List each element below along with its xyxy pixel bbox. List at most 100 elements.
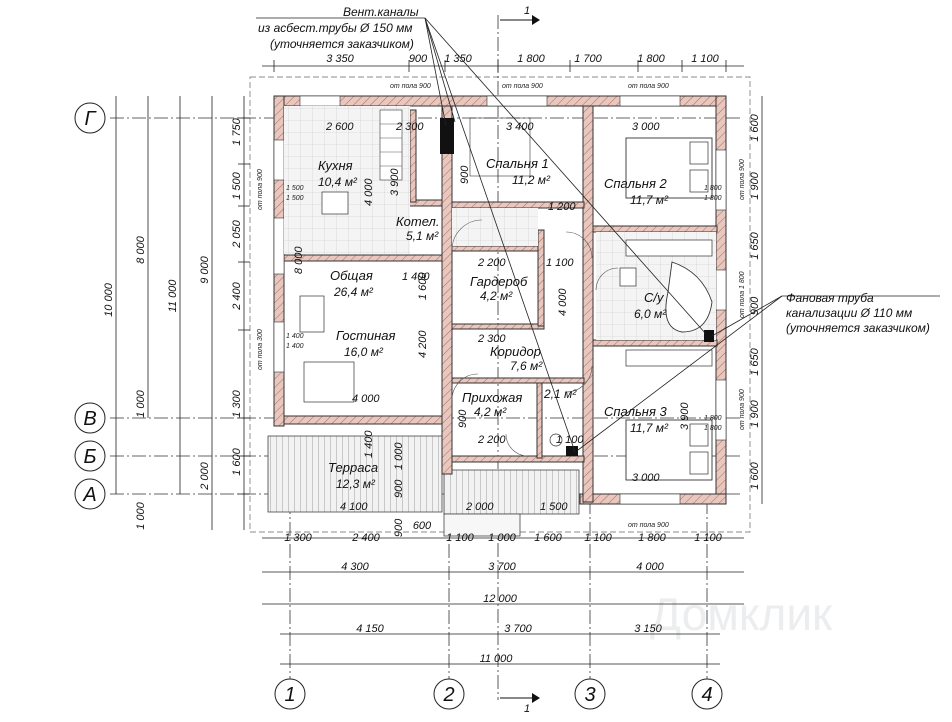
room-bathroom: С/у 6,0 м² [634, 290, 667, 321]
svg-text:8 000: 8 000 [135, 235, 147, 263]
room-boiler: Котел. 5,1 м² [396, 214, 439, 243]
pipe-note-line3: (уточняется заказчиком) [786, 321, 930, 335]
svg-text:1 900: 1 900 [749, 171, 761, 199]
svg-text:11,7 м²: 11,7 м² [630, 421, 669, 435]
svg-text:1 600: 1 600 [417, 272, 429, 300]
svg-text:4,2 м²: 4,2 м² [474, 405, 507, 419]
svg-text:3 000: 3 000 [632, 121, 660, 133]
svg-text:1 800: 1 800 [637, 53, 665, 65]
svg-text:4 150: 4 150 [356, 623, 384, 635]
svg-text:1 500: 1 500 [540, 501, 568, 513]
room-terrace: Терраса 12,3 м² [328, 460, 378, 491]
svg-text:2 400: 2 400 [351, 532, 380, 544]
svg-text:Спальня 3: Спальня 3 [604, 404, 668, 419]
window-label-top-mid: от пола 900 [502, 83, 543, 90]
svg-text:1 900: 1 900 [749, 399, 761, 427]
room-hall: Прихожая 4,2 м² [462, 390, 522, 419]
svg-text:1 100: 1 100 [546, 257, 574, 269]
window-dim-right-3: 1 800 [704, 415, 722, 422]
svg-text:3 150: 3 150 [634, 623, 662, 635]
svg-text:3 350: 3 350 [326, 53, 354, 65]
svg-text:Кухня: Кухня [318, 158, 353, 173]
window-label-top-left: от пола 900 [390, 83, 431, 90]
svg-text:1 100: 1 100 [446, 532, 474, 544]
dim-right: 1 600 1 900 1 650 900 1 650 1 900 1 600 [749, 96, 763, 504]
svg-text:1: 1 [284, 684, 295, 706]
walls [273, 95, 727, 505]
window-label-left-1: от пола 900 [257, 169, 264, 210]
svg-text:11 000: 11 000 [480, 653, 514, 665]
svg-text:900: 900 [393, 479, 405, 498]
svg-text:Котел.: Котел. [396, 214, 439, 229]
svg-text:16,0 м²: 16,0 м² [344, 345, 384, 359]
svg-text:2 300: 2 300 [477, 333, 506, 345]
row-axis-v: В [74, 402, 106, 434]
svg-text:1 100: 1 100 [584, 532, 612, 544]
room-bedroom-2: Спальня 2 11,7 м² [604, 176, 669, 207]
furniture [299, 109, 714, 481]
svg-text:26,4 м²: 26,4 м² [333, 285, 374, 299]
svg-text:С/у: С/у [644, 290, 665, 305]
col-axis-3: 3 [574, 678, 606, 710]
porch-deck [443, 469, 580, 515]
svg-text:Терраса: Терраса [328, 460, 378, 475]
svg-text:8 000: 8 000 [293, 246, 305, 274]
svg-text:1 100: 1 100 [556, 434, 584, 446]
svg-text:11 000: 11 000 [167, 279, 179, 313]
svg-text:4 000: 4 000 [636, 561, 664, 573]
room-living: Гостиная 16,0 м² [336, 328, 396, 359]
svg-text:3 400: 3 400 [506, 121, 534, 133]
svg-text:1 350: 1 350 [444, 53, 472, 65]
watermark: Домклик [650, 588, 833, 640]
svg-text:1 750: 1 750 [231, 117, 243, 145]
corridor-tiles [452, 208, 538, 246]
svg-text:4,2 м²: 4,2 м² [480, 289, 513, 303]
entry-step [443, 513, 521, 537]
svg-text:900: 900 [393, 518, 405, 537]
svg-text:1 000: 1 000 [488, 532, 516, 544]
svg-text:4 100: 4 100 [340, 501, 368, 513]
svg-text:Г: Г [85, 108, 98, 130]
svg-text:4 000: 4 000 [363, 178, 375, 206]
dim-bottom: 1 300 2 400 900 600 1 100 1 000 1 600 1 … [262, 518, 744, 665]
svg-text:3 700: 3 700 [504, 623, 532, 635]
vent-note-line3: (уточняется заказчиком) [270, 37, 414, 51]
row-axis-b: Б [74, 440, 106, 472]
svg-text:1 300: 1 300 [284, 532, 312, 544]
svg-text:600: 600 [413, 520, 432, 532]
svg-text:2 300: 2 300 [395, 121, 424, 133]
svg-text:Спальня 2: Спальня 2 [604, 176, 668, 191]
svg-text:Гостиная: Гостиная [336, 328, 396, 343]
svg-text:1 200: 1 200 [548, 201, 576, 213]
room-corridor: Коридор 7,6 м² [490, 344, 543, 373]
svg-text:1 100: 1 100 [694, 532, 722, 544]
svg-text:1 600: 1 600 [749, 113, 761, 141]
room-wardrobe: Гардероб 4,2 м² [470, 274, 528, 303]
dim-top: 3 350 900 1 350 1 800 1 700 1 800 1 100 [262, 53, 744, 72]
svg-text:1 600: 1 600 [231, 447, 243, 475]
svg-text:3 900: 3 900 [679, 402, 691, 430]
window-label-left-2: от пола 300 [257, 329, 264, 370]
window-dim-right-2: 1 800 [704, 195, 722, 202]
svg-text:1 650: 1 650 [749, 231, 761, 259]
svg-text:2 200: 2 200 [477, 434, 506, 446]
svg-text:900: 900 [457, 409, 469, 428]
svg-text:1 400: 1 400 [402, 271, 430, 283]
svg-text:3 000: 3 000 [632, 472, 660, 484]
svg-text:10,4 м²: 10,4 м² [318, 175, 358, 189]
svg-text:2 400: 2 400 [231, 281, 243, 310]
svg-text:1: 1 [524, 703, 530, 715]
window-dim-left-4: 1 400 [286, 343, 304, 350]
room-wc: 2,1 м² [543, 387, 577, 401]
svg-text:900: 900 [459, 165, 471, 184]
svg-text:5,1 м²: 5,1 м² [406, 229, 439, 243]
svg-text:3 900: 3 900 [389, 168, 401, 196]
svg-text:1 000: 1 000 [393, 442, 405, 470]
svg-text:Б: Б [83, 446, 96, 468]
svg-text:4 200: 4 200 [417, 330, 429, 358]
svg-text:2: 2 [442, 684, 454, 706]
room-kitchen: Кухня 10,4 м² [318, 158, 358, 189]
svg-text:3 700: 3 700 [488, 561, 516, 573]
svg-text:7,6 м²: 7,6 м² [510, 359, 543, 373]
